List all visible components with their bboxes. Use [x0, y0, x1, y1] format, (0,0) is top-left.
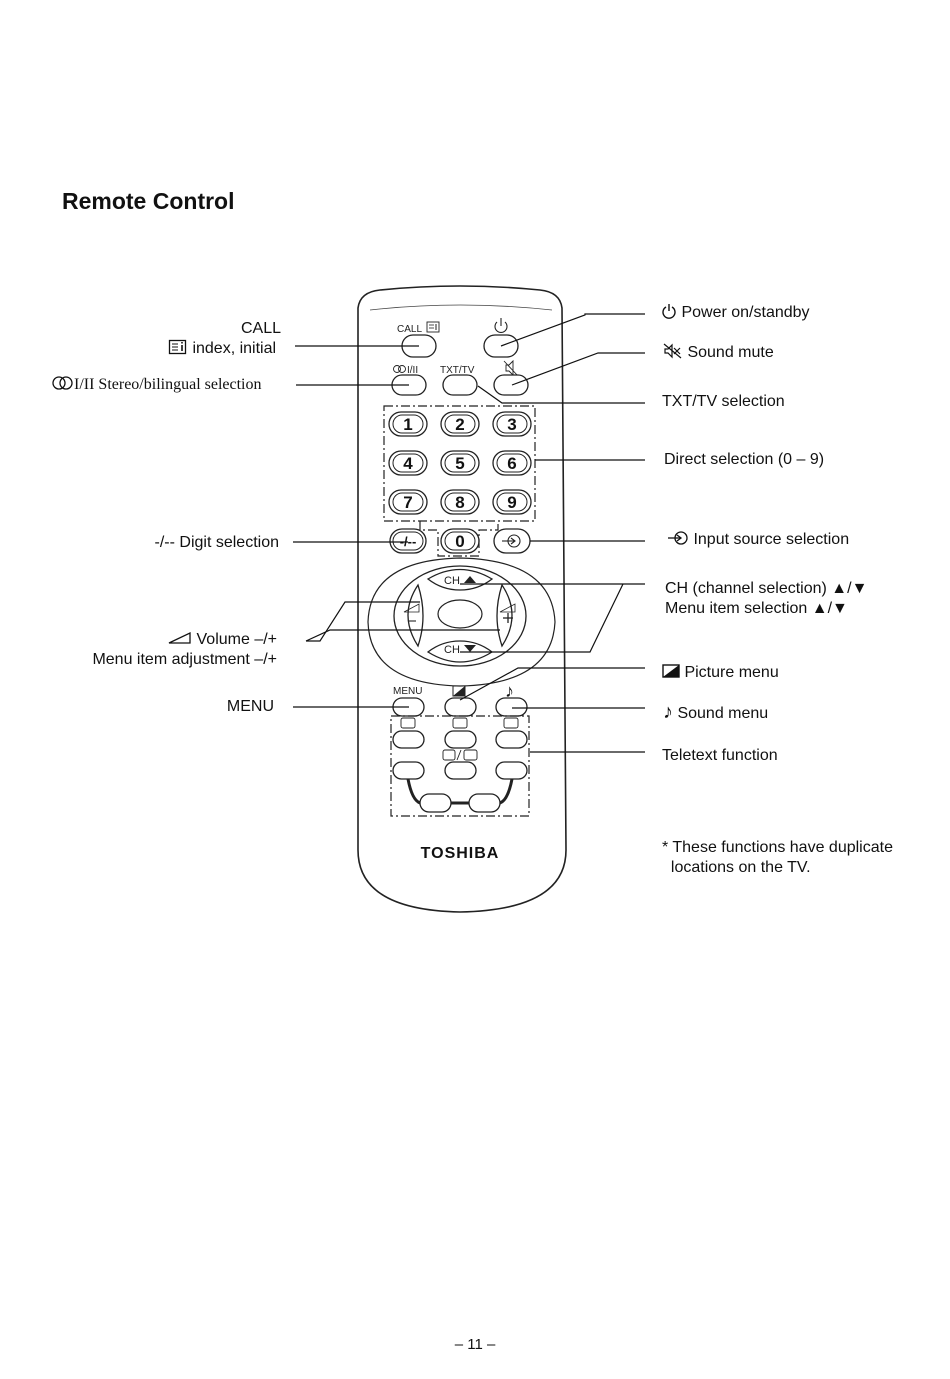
- volume-icon-small: [403, 603, 420, 613]
- volume-label: Volume –/+: [196, 631, 278, 648]
- teletext-button[interactable]: [495, 730, 528, 749]
- call-button-label: CALL: [397, 324, 422, 335]
- mute-button[interactable]: [493, 374, 529, 396]
- down-arrow-icon: [464, 645, 476, 652]
- digit-label: 4: [403, 454, 413, 473]
- index-label: index, initial: [192, 340, 277, 357]
- menu-item-selection-label: Menu item selection ▲/▼: [665, 600, 848, 617]
- digit-button-inner: [392, 453, 424, 473]
- ok-button[interactable]: [437, 599, 483, 629]
- txt-tv-label: TXT/TV selection: [662, 393, 785, 410]
- digit-button-inner: [496, 492, 528, 512]
- direct-selection-label: Direct selection (0 – 9): [664, 451, 825, 468]
- digit-button-inner: [444, 414, 476, 434]
- teletext-group-frame: [390, 715, 530, 817]
- digit-button-inner: [496, 414, 528, 434]
- teletext-button[interactable]: [392, 730, 425, 749]
- teletext-button[interactable]: [444, 730, 477, 749]
- index-label-row: index, initial: [168, 339, 276, 359]
- menu-adjust-label: Menu item adjustment –/+: [92, 651, 277, 668]
- power-icon-small: [494, 318, 508, 333]
- teletext-button[interactable]: [468, 793, 501, 813]
- mute-label-row: Sound mute: [663, 343, 774, 363]
- volume-icon-small-right: [499, 603, 516, 613]
- music-note-icon-small: ♪: [505, 681, 514, 701]
- digit-label: 2: [455, 415, 464, 434]
- input-source-icon-small: [502, 534, 521, 548]
- picture-icon: [662, 664, 680, 678]
- teletext-label: Teletext function: [662, 747, 778, 764]
- digit-label: 5: [455, 454, 464, 473]
- up-arrow-icon: [464, 576, 476, 583]
- teletext-button[interactable]: [419, 793, 452, 813]
- picture-menu-button[interactable]: [444, 697, 477, 717]
- digit-button-inner: [392, 414, 424, 434]
- page-number: – 11 –: [454, 1336, 496, 1353]
- stereo-icon-small: [393, 365, 406, 373]
- digit-button-inner: [496, 453, 528, 473]
- volume-icon: [168, 631, 191, 644]
- digit-label: 8: [455, 493, 464, 512]
- digit-button-inner: [444, 453, 476, 473]
- picture-icon-small: [452, 685, 466, 697]
- stereo-label-row: I/II Stereo/bilingual selection: [52, 375, 262, 395]
- volume-label-row: Volume –/+: [168, 630, 277, 650]
- digit-button-inner: [392, 492, 424, 512]
- sound-menu-label: Sound menu: [677, 705, 769, 722]
- index-icon-small: [426, 321, 440, 333]
- txt-tv-button-label: TXT/TV: [440, 365, 475, 376]
- digit-label: 9: [507, 493, 516, 512]
- input-source-label-row: Input source selection: [667, 530, 849, 550]
- index-icon: [168, 339, 187, 355]
- input-source-label: Input source selection: [693, 531, 850, 548]
- txt-tv-button[interactable]: [442, 374, 478, 396]
- input-source-icon: [668, 531, 688, 545]
- picture-menu-label: Picture menu: [684, 664, 779, 681]
- digit-button-inner: [444, 492, 476, 512]
- digit-selection-label: -/-- Digit selection: [154, 534, 279, 551]
- digit-label: 6: [507, 454, 516, 473]
- mute-icon: [663, 343, 682, 359]
- page-title: Remote Control: [62, 188, 235, 214]
- digit-label: 3: [507, 415, 516, 434]
- power-label-row: Power on/standby: [661, 303, 810, 323]
- mute-label: Sound mute: [687, 344, 774, 361]
- ch-up-button[interactable]: [426, 568, 494, 591]
- ch-label: CH (channel selection) ▲/▼: [665, 580, 868, 597]
- power-label: Power on/standby: [681, 304, 810, 321]
- teletext-button[interactable]: [444, 761, 477, 780]
- teletext-button[interactable]: [392, 761, 425, 780]
- stereo-icon: [52, 376, 73, 390]
- digit-label: 0: [455, 532, 464, 551]
- menu-button-label: MENU: [393, 686, 422, 697]
- sound-menu-button[interactable]: [495, 697, 528, 717]
- stereo-label: I/II Stereo/bilingual selection: [74, 376, 262, 393]
- digit-label: 7: [403, 493, 412, 512]
- brand-logo: TOSHIBA: [421, 845, 500, 862]
- music-note-icon: ♪: [663, 701, 673, 723]
- duplicate-note: * These functions have duplicate locatio…: [662, 839, 893, 876]
- ch-up-label: CH: [444, 575, 460, 587]
- digit-label: 1: [403, 415, 412, 434]
- teletext-button[interactable]: [495, 761, 528, 780]
- teletext-icons: [400, 717, 519, 761]
- menu-label: MENU: [226, 698, 274, 715]
- power-icon: [662, 304, 676, 319]
- ch-down-label: CH: [444, 644, 460, 656]
- digit-button-inner: [444, 531, 476, 551]
- stereo-button-label: I/II: [407, 365, 418, 376]
- call-label: CALL: [240, 320, 281, 337]
- leader-lines: [293, 313, 645, 753]
- digit-group-frame: [383, 405, 536, 522]
- picture-menu-label-row: Picture menu: [662, 663, 779, 683]
- sound-menu-label-row: ♪ Sound menu: [663, 702, 768, 724]
- volume-up-button[interactable]: [496, 583, 513, 648]
